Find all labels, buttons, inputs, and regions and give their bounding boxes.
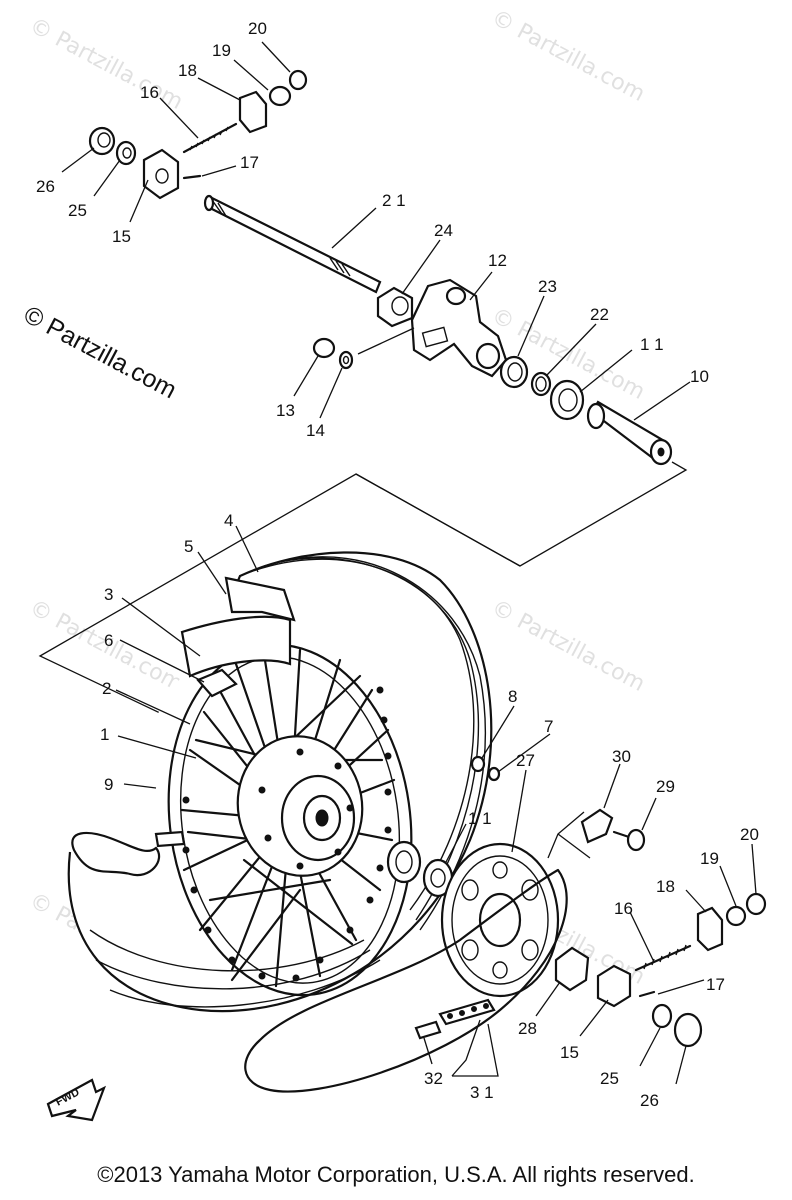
callout-19: 19	[212, 41, 231, 60]
callout-9: 9	[104, 775, 113, 794]
callout-32: 32	[424, 1069, 443, 1088]
adjuster-bolt-16-left	[182, 122, 238, 154]
callout-8: 8	[508, 687, 517, 706]
callout-6: 6	[104, 631, 113, 650]
callout-15: 15	[112, 227, 131, 246]
spoke-nipples	[182, 686, 392, 982]
collar-24	[376, 286, 414, 328]
callout-5: 5	[184, 537, 193, 556]
master-link-32	[414, 1020, 442, 1040]
nut-13	[312, 337, 336, 359]
callout-21: 2 1	[382, 191, 406, 210]
adjuster-block-18-right	[696, 906, 724, 952]
watermark-main: © Partzilla.com	[19, 301, 181, 405]
right-adjuster-parts	[554, 808, 767, 1048]
chain-adjuster-15-left	[142, 148, 180, 200]
rear-axle-21	[203, 194, 382, 294]
nut-26-right	[673, 1012, 703, 1048]
chain-adjuster-15-right	[596, 964, 632, 1008]
nut-26-left	[88, 126, 116, 156]
washer-19-right	[725, 905, 747, 927]
callout-labels: 20 19 18 16 17 26 25 15 2 1 24 12 23 22 …	[36, 19, 759, 1110]
tire-tube-top-5	[224, 576, 296, 622]
callout-10: 10	[690, 367, 709, 386]
caliper-bracket-12	[410, 278, 508, 378]
callout-leaders	[61, 41, 757, 1085]
axle-assembly	[88, 69, 673, 466]
screw-7	[487, 766, 501, 782]
adjuster-bolt-16-right	[634, 944, 692, 972]
rim-band-3	[180, 615, 292, 678]
callout-27: 27	[516, 751, 535, 770]
washer-14-hole	[342, 355, 350, 365]
hub	[236, 735, 364, 877]
callout-22: 22	[590, 305, 609, 324]
callout-14: 14	[306, 421, 325, 440]
rear-wheel	[67, 551, 501, 1013]
callout-19-right: 19	[700, 849, 719, 868]
callout-15-right: 15	[560, 1043, 579, 1062]
weight-8	[470, 755, 486, 773]
callout-3: 3	[104, 585, 113, 604]
copyright-notice: ©2013 Yamaha Motor Corporation, U.S.A. A…	[97, 1162, 695, 1187]
oil-seal-23	[499, 355, 529, 389]
callout-2: 2	[102, 679, 111, 698]
callout-1: 1	[100, 725, 109, 744]
bearing-11-lower	[386, 840, 454, 898]
callout-25: 25	[68, 201, 87, 220]
callout-11-lower: 1 1	[468, 809, 492, 828]
collar-28	[554, 946, 590, 992]
callout-18-right: 18	[656, 877, 675, 896]
callout-31: 3 1	[470, 1083, 494, 1102]
callout-12: 12	[488, 251, 507, 270]
callout-29: 29	[656, 777, 675, 796]
washer-25-right	[651, 1003, 673, 1029]
bolt-29	[612, 828, 646, 852]
callout-13: 13	[276, 401, 295, 420]
washer-25-left	[115, 140, 137, 166]
callout-18: 18	[178, 61, 197, 80]
callout-7: 7	[544, 717, 553, 736]
circlip-22	[530, 371, 552, 397]
callout-20: 20	[248, 19, 267, 38]
callout-17-right: 17	[706, 975, 725, 994]
washer-19-left	[268, 85, 292, 107]
spacer-10	[586, 400, 673, 466]
callout-17: 17	[240, 153, 259, 172]
cover-30	[580, 808, 614, 844]
callout-26: 26	[36, 177, 55, 196]
watermark: © Partzilla.com	[487, 5, 649, 107]
sprocket-27	[440, 842, 560, 998]
washer-14	[338, 350, 354, 370]
pin-17-right	[638, 990, 656, 998]
fwd-direction-badge: FWD	[46, 1078, 107, 1122]
chain-links-31	[438, 998, 496, 1026]
callout-11: 1 1	[640, 335, 664, 354]
callout-23: 23	[538, 277, 557, 296]
watermark: © Partzilla.com	[25, 13, 187, 115]
nut-20-right	[745, 892, 767, 916]
callout-25-right: 25	[600, 1069, 619, 1088]
watermark: © Partzilla.com	[487, 595, 649, 697]
callout-30: 30	[612, 747, 631, 766]
drive-chain-31	[244, 868, 568, 1093]
callout-28: 28	[518, 1019, 537, 1038]
callout-20-right: 20	[740, 825, 759, 844]
callout-16: 16	[140, 83, 159, 102]
adjuster-block-18-left	[238, 90, 268, 134]
callout-24: 24	[434, 221, 453, 240]
callout-4: 4	[224, 511, 233, 530]
pin-17-left	[182, 174, 202, 180]
callout-16-right: 16	[614, 899, 633, 918]
callout-26-right: 26	[640, 1091, 659, 1110]
tube-5-cutaway	[71, 832, 161, 877]
bearing-11-top	[549, 379, 585, 421]
valve-6	[196, 668, 238, 698]
balance-weight-9	[154, 830, 186, 848]
nut-20-left	[288, 69, 308, 91]
